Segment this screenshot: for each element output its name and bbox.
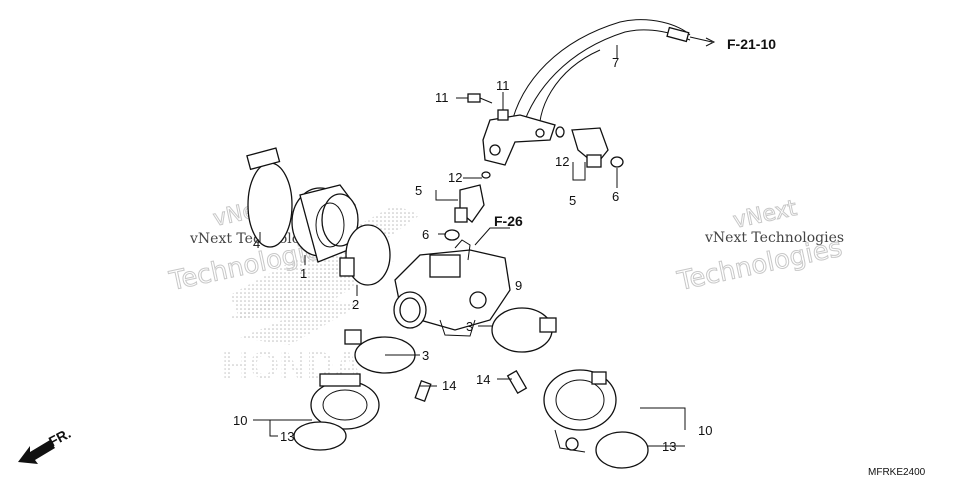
label-12-left: 12: [448, 170, 462, 185]
label-2: 2: [352, 297, 359, 312]
ref-throttle-body[interactable]: F-26: [494, 213, 523, 229]
label-9: 9: [515, 278, 522, 293]
label-5-left: 5: [415, 183, 422, 198]
label-10-left: 10: [233, 413, 247, 428]
band-3-right: [491, 307, 557, 353]
label-14-left: 14: [442, 378, 456, 393]
label-10-right: 10: [698, 423, 712, 438]
injector-right: [555, 126, 624, 168]
label-1: 1: [300, 266, 307, 281]
label-12-right: 12: [555, 154, 569, 169]
watermark-text-right: vNext Technologies: [704, 230, 844, 246]
band-4: [246, 147, 293, 248]
label-4: 4: [253, 236, 260, 251]
label-7: 7: [612, 55, 619, 70]
watermark-outline-right-2: vNext: [731, 196, 799, 234]
o-ring-left: [293, 421, 347, 451]
label-3-right: 3: [466, 319, 473, 334]
o-ring-right: [595, 431, 649, 469]
insulator-left: [310, 373, 380, 430]
label-14-right: 14: [476, 372, 490, 387]
watermark-right: vNext Technologies Technologies vNext: [674, 195, 846, 297]
label-13-right: 13: [662, 439, 676, 454]
leader-lines: [253, 45, 686, 447]
label-6-left: 6: [422, 227, 429, 242]
label-5-right: 5: [569, 193, 576, 208]
injector-left: [444, 171, 491, 241]
throttle-body: [393, 239, 511, 337]
diagram-code: MFRKE2400: [868, 467, 926, 478]
insulator-right: [543, 369, 617, 453]
front-arrow: FR.: [18, 425, 73, 464]
connecting-tube: [291, 184, 359, 263]
label-13-left: 13: [280, 429, 294, 444]
label-6-right: 6: [612, 189, 619, 204]
cable-bracket: [467, 93, 556, 166]
bolt-right: [506, 369, 528, 395]
label-11-right: 11: [496, 78, 510, 93]
label-3-left: 3: [422, 348, 429, 363]
throttle-cable: [509, 19, 716, 141]
band-2: [339, 224, 391, 286]
label-11-left: 11: [435, 90, 449, 105]
ref-cable[interactable]: F-21-10: [727, 36, 776, 52]
bolt-left: [414, 379, 432, 403]
